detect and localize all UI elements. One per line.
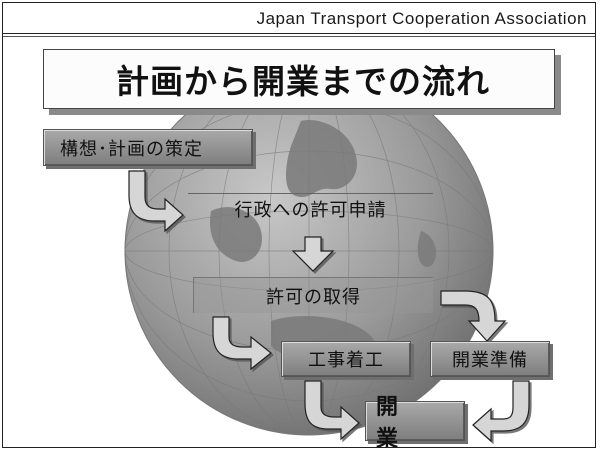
header-rule-secondary [3,36,595,37]
step-permit: 許可の取得 [193,277,433,313]
step-opening: 開 業 [365,395,465,447]
slide: Japan Transport Cooperation Association [2,2,596,448]
step-permit-label: 許可の取得 [266,286,361,308]
title-banner: 計画から開業までの流れ [43,49,555,109]
step-planning: 構想･計画の策定 [43,129,253,166]
step-planning-label: 構想･計画の策定 [60,138,203,160]
step-application-rule [188,193,433,194]
globe-icon [124,66,494,436]
page-title: 計画から開業までの流れ [116,62,490,101]
step-construction-label: 工事着工 [308,350,384,371]
step-preparation: 開業準備 [430,341,550,377]
step-application: 行政への許可申請 [188,193,433,225]
step-construction: 工事着工 [281,341,411,377]
step-application-label: 行政への許可申請 [234,200,387,221]
organization-name: Japan Transport Cooperation Association [256,9,587,28]
header-rule [3,33,595,34]
step-opening-label: 開 業 [376,395,441,448]
step-preparation-label: 開業準備 [452,350,528,371]
